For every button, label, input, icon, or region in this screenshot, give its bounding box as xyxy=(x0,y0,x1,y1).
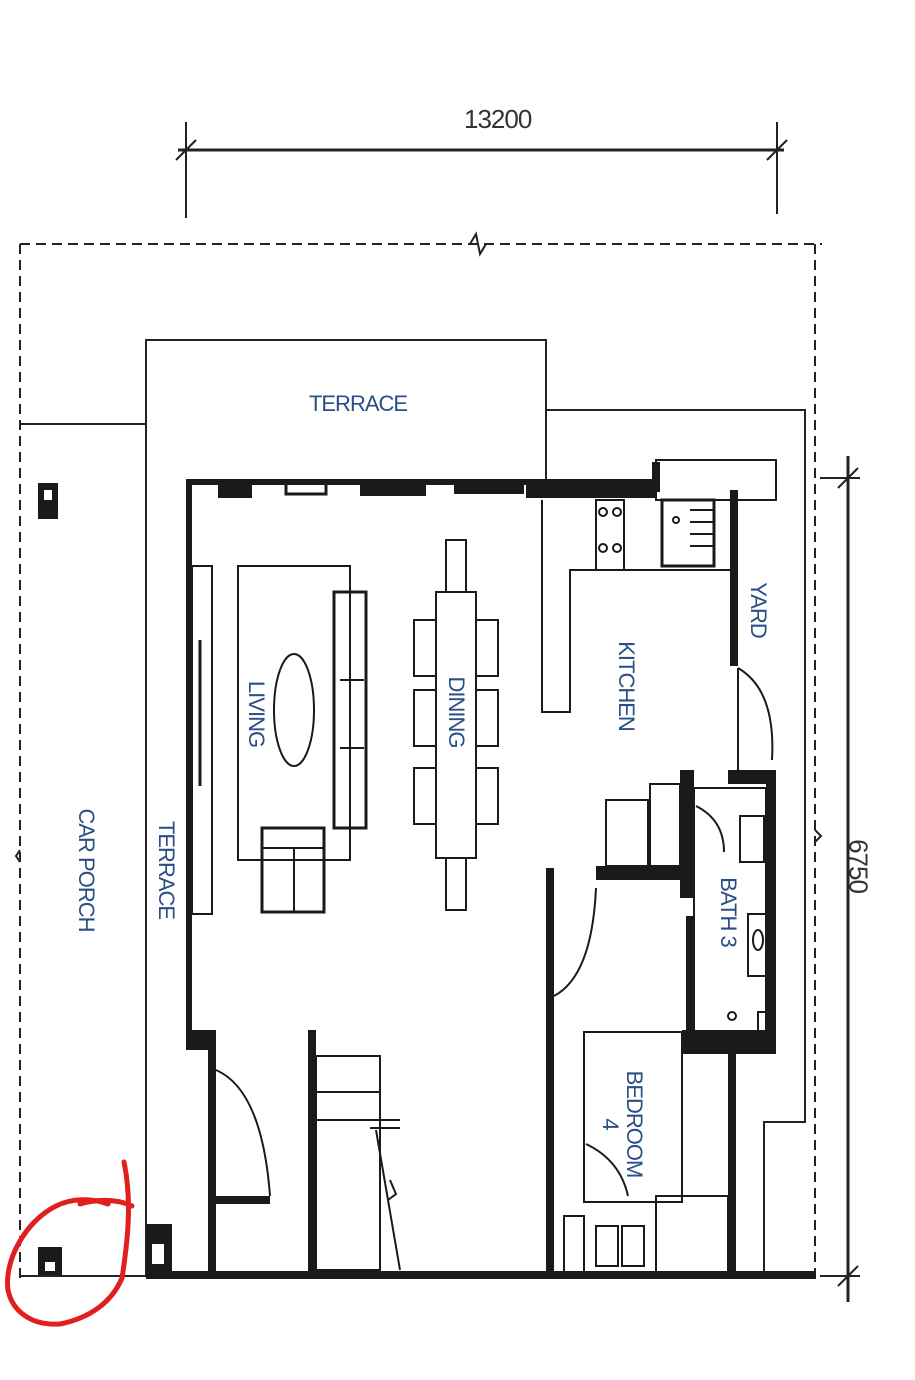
width-dimension-line xyxy=(175,122,788,218)
stove xyxy=(595,499,625,571)
room-label-living: LIVING xyxy=(244,680,269,748)
bathtub xyxy=(747,913,767,977)
room-label-bath: BATH 3 xyxy=(716,877,741,947)
room-label-kitchen: KITCHEN xyxy=(614,641,639,731)
height-dimension-label: 6750 xyxy=(843,839,874,893)
house-walls xyxy=(186,462,776,1272)
front-wall xyxy=(146,1271,816,1279)
room-label-terrace-top: TERRACE xyxy=(308,391,408,416)
sofa xyxy=(332,590,368,830)
room-label-dining: DINING xyxy=(444,676,469,748)
staircase xyxy=(315,1055,381,1271)
entrance-door-swing xyxy=(215,1069,271,1197)
height-dimension-line xyxy=(820,456,860,1302)
width-dimension-label: 13200 xyxy=(464,104,532,134)
room-label-car-porch: CAR PORCH xyxy=(74,808,99,932)
toilet xyxy=(739,815,765,863)
wardrobe xyxy=(655,1195,729,1273)
site-boundary xyxy=(19,243,822,1280)
room-label-yard: YARD xyxy=(746,582,771,638)
bedroom-label-line2: 4 xyxy=(598,1118,623,1130)
room-label-bedroom: BEDROOM 4 xyxy=(598,1070,647,1178)
coffee-table xyxy=(273,653,315,767)
bedroom-label-line1: BEDROOM xyxy=(622,1070,647,1178)
columns xyxy=(38,483,172,1275)
red-markup-circle xyxy=(5,1159,135,1327)
room-label-terrace-side: TERRACE xyxy=(154,820,179,920)
